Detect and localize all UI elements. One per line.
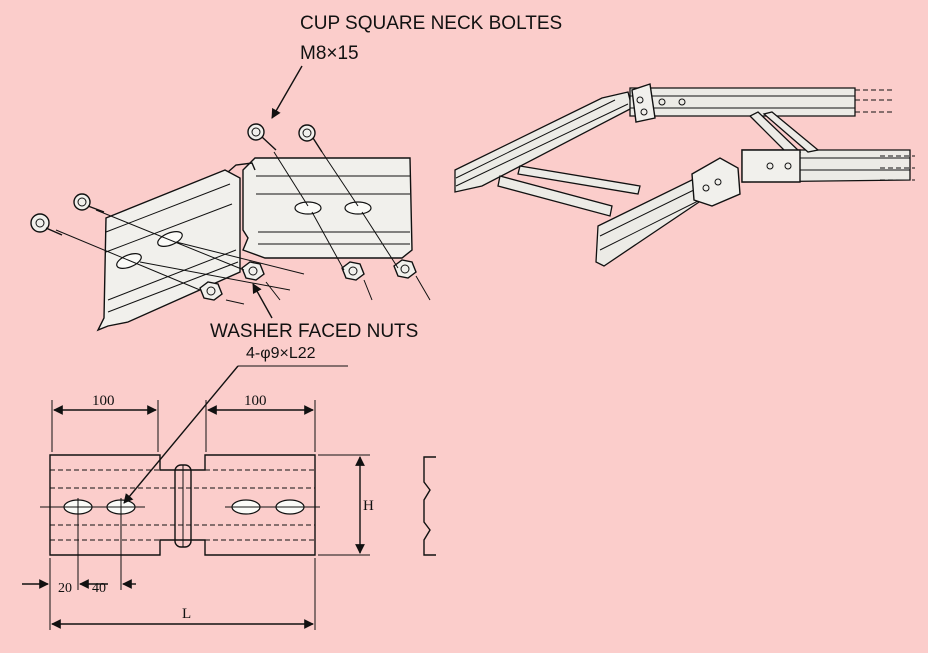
dim-right-width: 100 — [244, 393, 267, 409]
nut-leader-arrow-icon — [252, 283, 273, 319]
hole-leader-arrow-icon — [123, 365, 239, 504]
nut-icon — [393, 259, 417, 279]
tray-splice-plate — [691, 157, 741, 207]
dim-hole-spacing: 40 — [92, 581, 106, 596]
dim-offset: 20 — [58, 581, 72, 596]
tray-splice-plate — [741, 149, 801, 183]
side-profile — [423, 456, 436, 556]
slot-icon — [294, 201, 322, 215]
bolt-leader-arrow-icon — [271, 65, 303, 119]
exploded-connector — [30, 123, 431, 332]
bolt-icon — [298, 124, 323, 153]
tray-splice-plate — [631, 83, 656, 123]
bolt-size: M8×15 — [300, 43, 359, 64]
slot-icon — [116, 253, 142, 269]
bolt-icon — [73, 193, 105, 213]
right-splice-plate — [242, 157, 413, 259]
dim-height: H — [363, 498, 374, 514]
rung — [517, 165, 641, 195]
rung — [497, 175, 613, 217]
plate-outline — [49, 454, 316, 556]
nut-icon — [341, 261, 365, 281]
slot-icon — [157, 231, 183, 247]
bolt-title: CUP SQUARE NECK BOLTES — [300, 13, 562, 34]
bolt-icon — [247, 123, 277, 151]
nut-title: WASHER FACED NUTS — [210, 321, 418, 342]
rail-right-back — [629, 87, 856, 117]
dimension-drawing: 100 100 H 20 40 L — [22, 365, 436, 630]
dim-length: L — [182, 606, 191, 622]
slot-icon — [344, 201, 372, 215]
hole-spec: 4-φ9×L22 — [246, 345, 316, 362]
rung — [762, 111, 820, 153]
cable-tray-assembly — [454, 83, 915, 267]
bolt-icon — [30, 213, 63, 236]
nut-icon — [241, 261, 265, 281]
left-splice-plate — [96, 169, 241, 332]
rail-left-front — [595, 175, 709, 267]
dim-left-width: 100 — [92, 393, 115, 409]
nut-icon — [199, 281, 223, 301]
